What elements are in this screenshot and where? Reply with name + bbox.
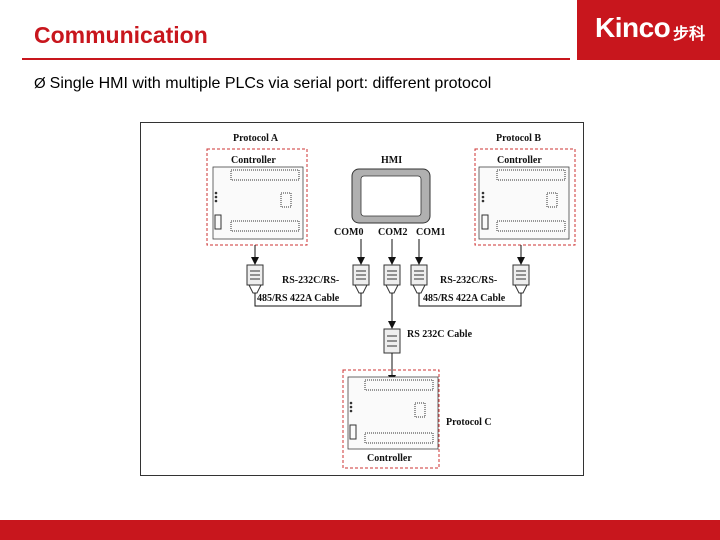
connector-plc-b	[512, 264, 530, 294]
logo-cjk-text: 步科	[673, 26, 706, 43]
connector-plc-a	[246, 264, 264, 294]
diagram-svg: Protocol A Protocol B Protocol C Control…	[206, 133, 576, 469]
footer-bar	[0, 520, 720, 540]
com0-label: COM0	[334, 227, 363, 238]
com1-label: COM1	[416, 227, 445, 238]
protocol-c-label: Protocol C	[446, 417, 492, 428]
title-underline	[22, 58, 570, 60]
cable-bottom-label: RS 232C Cable	[407, 329, 473, 340]
cable-right-label-line2: 485/RS 422A Cable	[423, 293, 506, 304]
protocol-b-label: Protocol B	[496, 133, 541, 144]
hmi-label: HMI	[381, 155, 402, 166]
com2-label: COM2	[378, 227, 407, 238]
protocol-a-label: Protocol A	[233, 133, 279, 144]
controller-b-label: Controller	[497, 155, 542, 166]
hmi-device: HMI	[351, 155, 431, 224]
logo-text: Kinco	[595, 12, 671, 43]
cable-right-label-line1: RS-232C/RS-	[440, 275, 497, 286]
arrow-bullet-icon: Ø	[34, 75, 46, 92]
kinco-logo: Kinco 步科	[577, 0, 720, 60]
connector-com1	[410, 264, 428, 294]
cable-left-label-line1: RS-232C/RS-	[282, 275, 339, 286]
page-title: Communication	[34, 22, 208, 48]
connector-com0	[352, 264, 370, 294]
controller-c: Controller	[342, 369, 440, 469]
controller-a-label: Controller	[231, 155, 276, 166]
cable-left-label-line2: 485/RS 422A Cable	[257, 293, 340, 304]
connector-com2	[383, 264, 401, 294]
controller-a: Controller	[206, 148, 308, 246]
controller-b: Controller	[474, 148, 576, 246]
bullet-text: Single HMI with multiple PLCs via serial…	[49, 75, 492, 92]
controller-c-label: Controller	[367, 453, 412, 464]
communication-diagram: Protocol A Protocol B Protocol C Control…	[140, 122, 584, 476]
connector-plc-c	[383, 328, 401, 354]
